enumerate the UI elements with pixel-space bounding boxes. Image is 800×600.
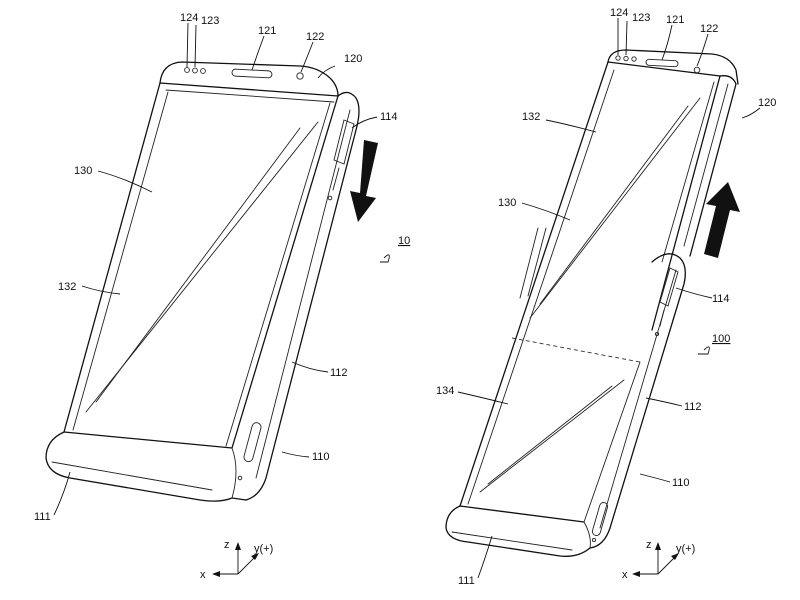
right-speaker-121 [645,58,679,68]
left-top-housing [159,61,339,97]
right-bottom-housing-111 [445,505,591,557]
left-axis-y: y(+) [254,543,273,555]
right-leaders [457,18,761,579]
left-label-111: 111 [34,511,51,523]
right-display-outline [459,61,721,507]
right-label-122: 122 [700,23,718,35]
left-label-114: 114 [380,111,398,123]
right-label-100: 100 [712,333,730,345]
right-label-111: 111 [458,575,475,587]
left-bottom-housing-111 [45,431,247,502]
left-bottom-slot [243,422,262,463]
right-label-121: 121 [666,14,684,26]
left-direction-arrow [350,140,378,222]
left-camera-122 [296,72,304,80]
right-axes-indicator: z y(+) x [622,539,695,581]
left-label-130: 130 [74,165,92,177]
left-leaders [53,22,390,516]
left-labels: 124 123 121 122 120 114 130 10 132 112 1… [34,12,410,523]
right-top-housing [607,49,739,85]
right-label-112: 112 [684,401,702,413]
right-label-132: 132 [522,111,540,123]
right-sensor-123-b [631,56,637,62]
right-fold-boundary [511,337,641,363]
left-sensor-124 [184,67,190,73]
left-axis-x: x [200,569,206,581]
left-side-housing-112 [245,91,360,501]
left-label-120: 120 [344,53,362,65]
right-label-114: 114 [712,293,730,305]
right-direction-arrow [704,182,740,258]
right-labels: 124 123 121 122 132 120 130 114 100 134 … [436,7,776,587]
left-label-132: 132 [58,281,76,293]
left-speaker-121 [231,68,273,79]
left-sensor-123-a [192,67,198,74]
right-label-134: 134 [436,385,454,397]
right-camera-122 [693,66,701,74]
right-axis-z: z [646,539,652,551]
right-label-110: 110 [672,477,690,489]
left-axes-indicator: z y(+) x [200,539,273,581]
left-side-button-114 [333,119,355,165]
right-sensor-124 [615,55,621,61]
left-label-123: 123 [201,15,219,27]
right-side-housing-112 [589,253,686,549]
right-label-130: 130 [498,197,516,209]
left-label-112: 112 [330,367,348,379]
left-label-122: 122 [306,31,324,43]
left-label-121: 121 [258,25,276,37]
right-label-124: 124 [610,7,628,19]
device-left [45,61,360,502]
left-axis-z: z [224,539,230,551]
left-display-outline [63,82,339,449]
left-label-10: 10 [398,235,410,247]
right-label-123: 123 [632,12,650,24]
left-label-124: 124 [180,12,198,24]
device-right [445,49,739,557]
left-sensor-123-b [200,68,206,74]
right-axis-x: x [622,569,628,581]
right-sensor-123-a [623,55,629,62]
left-label-110: 110 [312,451,330,463]
right-axis-y: y(+) [676,543,695,555]
right-side-button-114 [659,267,679,307]
right-label-120: 120 [758,97,776,109]
right-bottom-slot [591,502,609,536]
